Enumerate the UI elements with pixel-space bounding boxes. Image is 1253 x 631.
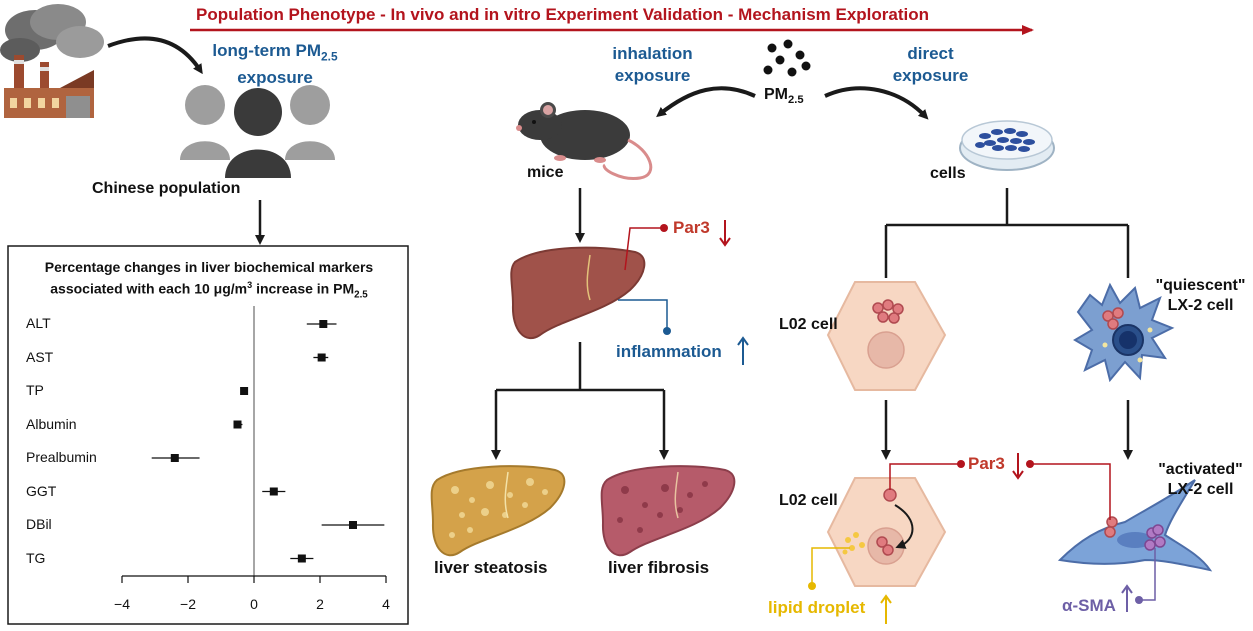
forest-estimate-marker — [297, 554, 306, 563]
quiescent-lx2-label: "quiescent" LX-2 cell — [1155, 277, 1246, 314]
inflammation-label: inflammation — [616, 342, 722, 361]
mice-label: mice — [527, 164, 564, 181]
hepatocyte-lipid-icon — [826, 477, 947, 587]
l02-cell-label-bottom: L02 cell — [779, 492, 838, 509]
liver-steatosis-label: liver steatosis — [434, 558, 548, 577]
forest-plot-box — [7, 245, 409, 625]
l02-cell-label-top: L02 cell — [779, 316, 838, 333]
pm25-label: PM2.5 — [764, 86, 804, 107]
lipid-dot — [808, 582, 816, 590]
par3-dot-vivo — [660, 224, 668, 232]
activated-lx2-label: "activated" LX-2 cell — [1158, 461, 1243, 498]
forest-row-label: Prealbumin — [26, 449, 97, 465]
people-group-icon — [180, 85, 335, 178]
forest-row-label: TG — [26, 549, 46, 566]
par3-connector-vitro-right — [1030, 463, 1111, 520]
forest-tick-label: 0 — [250, 596, 258, 612]
steatosis-liver-icon — [430, 465, 566, 557]
forest-estimate-marker — [317, 353, 326, 362]
asma-dot — [1135, 596, 1143, 604]
petri-dish-icon — [959, 120, 1055, 171]
factory-icon — [0, 4, 104, 118]
forest-plot-title: Percentage changes in liver biochemical … — [44, 259, 374, 301]
activated-stellate-icon — [1057, 479, 1213, 572]
long-term-exposure-label: long-term PM2.5 exposure — [212, 41, 338, 88]
direct-exposure-label: direct exposure — [892, 44, 969, 85]
header-title: Population Phenotype - In vivo and in vi… — [196, 5, 929, 24]
forest-row-label: AST — [26, 348, 54, 365]
direct-exposure-arrow — [824, 86, 929, 120]
forest-tick-label: 2 — [316, 596, 324, 612]
lipid-connector — [811, 547, 850, 585]
forest-estimate-marker — [269, 487, 278, 496]
alpha-sma-label: α-SMA — [1062, 596, 1116, 615]
inflammation-connector — [618, 299, 668, 330]
forest-tick-label: −2 — [180, 596, 196, 612]
asma-connector — [1140, 548, 1156, 601]
hepatocyte-icon — [826, 281, 947, 391]
par3-label-vivo: Par3 — [673, 218, 710, 237]
forest-row-label: ALT — [26, 315, 51, 331]
forest-estimate-marker — [233, 420, 242, 429]
fibrosis-liver-icon — [600, 465, 736, 557]
liver-fibrosis-label: liver fibrosis — [608, 558, 710, 577]
par3-label-vitro: Par3 — [968, 454, 1005, 473]
par3-connector-vivo — [624, 227, 663, 271]
forest-row-label: Albumin — [26, 415, 77, 432]
forest-estimate-marker — [170, 454, 179, 462]
cells-label: cells — [930, 165, 966, 182]
forest-estimate-marker — [349, 521, 357, 529]
forest-estimate-marker — [319, 320, 328, 328]
mouse-icon — [516, 102, 653, 180]
forest-plot-marks — [121, 306, 387, 583]
inflammation-dot — [663, 327, 671, 335]
forest-row-label: DBil — [26, 516, 52, 532]
forest-row-label: GGT — [26, 482, 57, 499]
forest-row-label: TP — [26, 382, 44, 398]
forest-tick-label: −4 — [114, 596, 130, 612]
par3-connector-vitro-left — [889, 463, 960, 490]
liver-icon — [510, 246, 646, 340]
par3-dot-vitro-right — [1026, 460, 1034, 468]
chinese-population-label: Chinese population — [92, 180, 241, 197]
pm-particles-icon — [763, 39, 811, 77]
lipid-droplet-label: lipid droplet — [768, 598, 866, 617]
inhalation-exposure-label: inhalation exposure — [612, 44, 693, 85]
par3-dot-vitro-left — [957, 460, 965, 468]
forest-tick-label: 4 — [382, 596, 390, 612]
forest-estimate-marker — [240, 387, 249, 395]
stellate-cell-icon — [1073, 282, 1175, 383]
factory-to-population-arrow — [107, 36, 203, 75]
inhalation-arrow — [656, 86, 756, 118]
